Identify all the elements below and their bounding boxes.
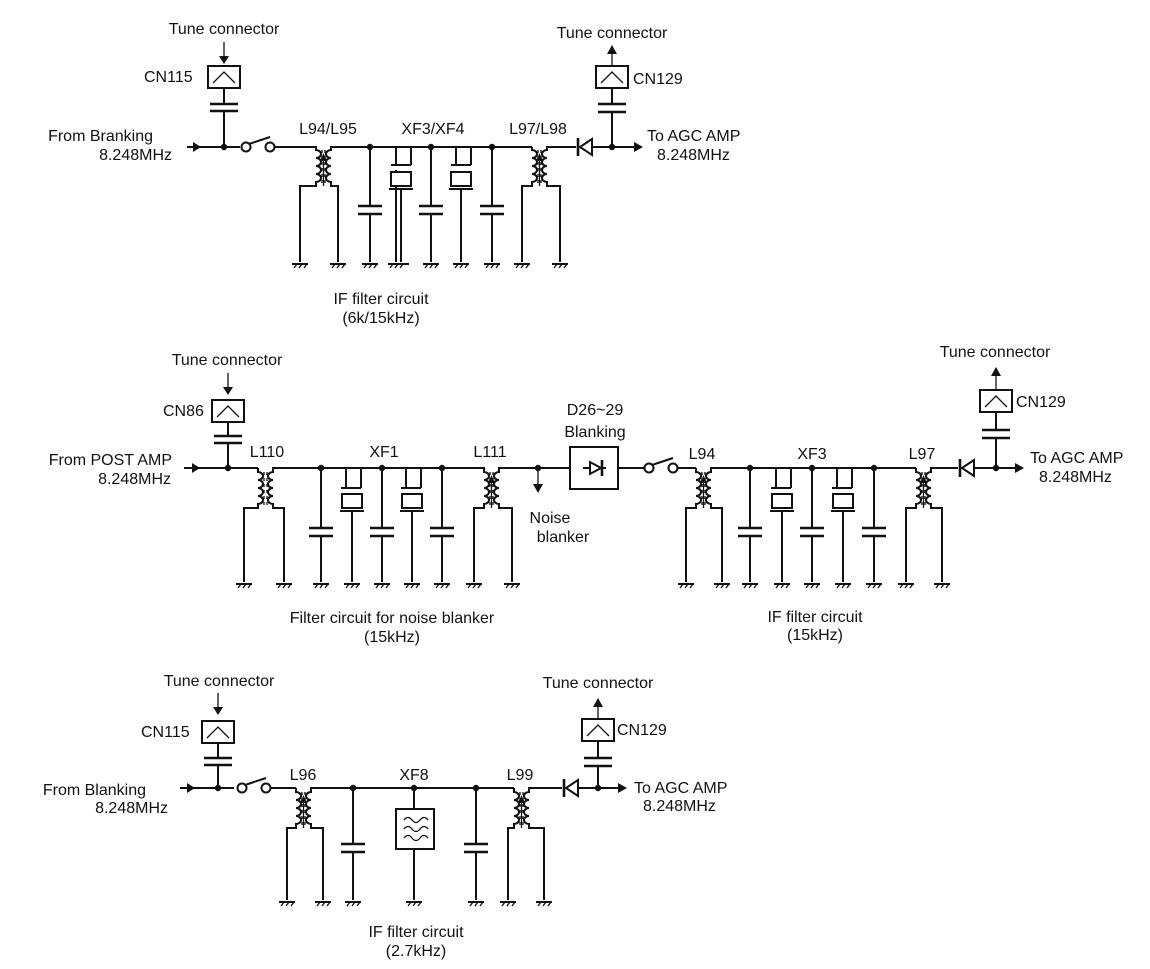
middle-to-label: To AGC AMP bbox=[1030, 450, 1123, 467]
middle-from-label: From POST AMP bbox=[49, 452, 172, 469]
middle-crystal-filter-1 bbox=[340, 468, 364, 582]
middle-transformer-b bbox=[473, 467, 570, 582]
bottom-from-freq-label: 8.248MHz bbox=[95, 800, 168, 817]
middle-diode-ref-label: D26~29 bbox=[567, 402, 624, 419]
top-from-label: From Branking bbox=[48, 128, 153, 145]
top-cn-out-label: CN129 bbox=[633, 71, 683, 88]
middle-blanker-label: blanker bbox=[537, 529, 590, 546]
top-cn-in-connector-box bbox=[207, 65, 241, 89]
top-cn-in-label: CN115 bbox=[144, 69, 193, 86]
top-transformer-in bbox=[299, 146, 532, 262]
middle-coil-c-label: L94 bbox=[689, 446, 716, 463]
bottom-cn-in-label: CN115 bbox=[141, 724, 190, 741]
middle-title-a-label: Filter circuit for noise blanker bbox=[290, 610, 495, 627]
middle-to-freq-label: 8.248MHz bbox=[1039, 469, 1112, 486]
middle-tune-connector-out-label: Tune connector bbox=[940, 344, 1051, 361]
bottom-title-label: IF filter circuit bbox=[368, 924, 464, 941]
middle-crystal-filter-3 bbox=[770, 468, 794, 582]
bottom-circuit: Tune connector Tune connector CN115 CN12… bbox=[43, 673, 728, 960]
middle-cn-in-connector-box bbox=[211, 399, 245, 423]
bottom-title-sub-label: (2.7kHz) bbox=[386, 943, 446, 960]
middle-xtal-a-label: XF1 bbox=[369, 444, 398, 461]
middle-blanking-label: Blanking bbox=[564, 424, 625, 441]
middle-title-a-sub-label: (15kHz) bbox=[364, 629, 420, 646]
bottom-ceramic-filter-box bbox=[395, 808, 435, 850]
middle-crystal-filter-2 bbox=[400, 468, 424, 582]
top-to-freq-label: 8.248MHz bbox=[657, 147, 730, 164]
bottom-tune-connector-in-label: Tune connector bbox=[164, 673, 275, 690]
bottom-ground-symbols bbox=[279, 901, 552, 907]
middle-cn-out-label: CN129 bbox=[1016, 394, 1066, 411]
top-coil-out-label: L97/L98 bbox=[509, 121, 567, 138]
middle-ground-symbols bbox=[236, 583, 950, 589]
middle-xtal-b-label: XF3 bbox=[797, 446, 826, 463]
top-tune-connector-out-label: Tune connector bbox=[557, 25, 668, 42]
top-switch bbox=[240, 141, 252, 153]
top-to-label: To AGC AMP bbox=[647, 128, 740, 145]
middle-cn-out-connector-box bbox=[979, 389, 1013, 413]
middle-transformer-a bbox=[243, 467, 478, 582]
top-transformer-out bbox=[521, 146, 576, 262]
bottom-to-label: To AGC AMP bbox=[634, 780, 727, 797]
bottom-from-label: From Blanking bbox=[43, 782, 146, 799]
middle-from-freq-label: 8.248MHz bbox=[98, 471, 171, 488]
middle-coil-d-label: L97 bbox=[909, 446, 936, 463]
bottom-cn-out-connector-box bbox=[581, 718, 615, 742]
top-cn-out-connector-box bbox=[595, 65, 629, 89]
top-crystal-filter-2 bbox=[449, 147, 473, 262]
top-coil-in-label: L94/L95 bbox=[299, 121, 357, 138]
bottom-transformer-out bbox=[507, 787, 562, 900]
middle-coil-a-label: L110 bbox=[250, 444, 285, 461]
bottom-coil-out-label: L99 bbox=[507, 767, 534, 784]
middle-cn-in-label: CN86 bbox=[163, 403, 204, 420]
bottom-tune-connector-out-label: Tune connector bbox=[543, 675, 654, 692]
middle-noise-label: Noise bbox=[530, 510, 571, 527]
top-xtal-label: XF3/XF4 bbox=[401, 121, 464, 138]
bottom-cn-in-connector-box bbox=[201, 720, 235, 744]
middle-title-b-label: IF filter circuit bbox=[767, 609, 863, 626]
bottom-transformer-in bbox=[286, 787, 514, 900]
top-title-label: IF filter circuit bbox=[333, 291, 429, 308]
top-title-sub-label: (6k/15kHz) bbox=[342, 310, 419, 327]
middle-coil-b-label: L111 bbox=[473, 444, 506, 461]
middle-title-b-sub-label: (15kHz) bbox=[787, 627, 843, 644]
bottom-to-freq-label: 8.248MHz bbox=[643, 798, 716, 815]
middle-output-diode bbox=[958, 458, 1022, 478]
top-circuit: Tune connector Tune connector CN115 CN12… bbox=[48, 21, 740, 327]
top-from-freq-label: 8.248MHz bbox=[99, 147, 172, 164]
bottom-switch bbox=[236, 782, 248, 794]
middle-noise-blanker-arrow bbox=[533, 484, 543, 493]
bottom-coil-in-label: L96 bbox=[290, 767, 317, 784]
bottom-filter-wave-icon bbox=[403, 816, 429, 842]
middle-crystal-filter-4 bbox=[831, 468, 855, 582]
top-tune-connector-in-label: Tune connector bbox=[169, 21, 280, 38]
middle-switch bbox=[643, 462, 655, 474]
bottom-filter-label: XF8 bbox=[399, 767, 428, 784]
bottom-output-diode bbox=[562, 778, 624, 798]
middle-tune-connector-in-label: Tune connector bbox=[172, 352, 283, 369]
middle-transformer-d bbox=[905, 467, 958, 582]
top-output-diode bbox=[576, 137, 640, 157]
top-ground-symbols bbox=[292, 263, 568, 269]
middle-circuit: Tune connector Tune connector CN86 CN129… bbox=[49, 344, 1124, 646]
top-crystal-filter-1 bbox=[389, 147, 413, 262]
middle-transformer-c bbox=[685, 467, 916, 582]
bottom-cn-out-label: CN129 bbox=[617, 722, 667, 739]
